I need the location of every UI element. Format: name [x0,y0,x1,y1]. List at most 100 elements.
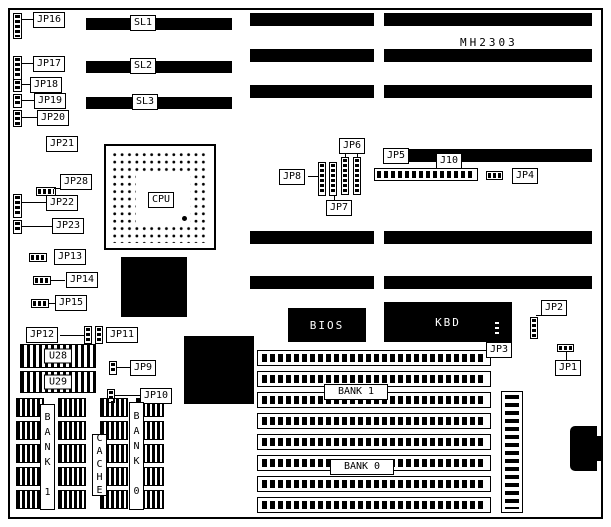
jumper-label-jp17: JP17 [33,56,66,72]
ram-bank0-label: BANK 0 [330,459,394,475]
cpu-label: CPU [148,192,175,208]
leader-line [22,19,33,20]
connector-label-j10: J10 [436,153,463,169]
jumper-label-jp8: JP8 [279,169,306,185]
leader-line [22,63,33,64]
leader-line [22,226,52,227]
isa-slot-bar [250,13,374,26]
jumper-label-jp28: JP28 [60,174,93,190]
cache-chip [58,467,86,486]
simm-socket [257,497,491,513]
cpu-pin1-dot [182,216,187,221]
jp7-pin-header [353,157,361,195]
cache-chip [58,444,86,463]
jp9-pin-header [109,361,117,375]
jp18-pin-header [13,79,22,92]
cache-chip [100,490,128,509]
slot-sl1-bar [86,18,232,30]
jp10-pin-header [107,389,115,403]
leader-line [49,303,55,304]
jumper-label-jp12: JP12 [26,327,59,343]
jumper-label-jp23: JP23 [52,218,85,234]
slot-sl3-bar [86,97,232,109]
isa-slot-bar [384,276,592,289]
leader-line [345,152,346,157]
leader-line [566,352,567,361]
simm-socket [257,476,491,492]
cache-chip [58,421,86,440]
leader-line [117,367,130,368]
isa-slot-bar [384,231,592,244]
slot-sl2-bar [86,61,232,73]
power-connector [501,391,523,513]
isa-slot-bar [384,85,592,98]
leader-line [308,176,318,177]
chip-u28: U28 [20,344,96,368]
jp6-pin-header [341,157,349,195]
isa-slot-bar [384,149,592,162]
jumper-label-jp6: JP6 [339,138,366,154]
jumper-label-jp2: JP2 [541,300,568,316]
jp14-pin-header [33,276,51,285]
jumper-label-jp11: JP11 [106,327,139,343]
board-outline [8,8,603,519]
jumper-label-jp19: JP19 [34,93,67,109]
jp13-pin-header [29,253,47,262]
keyboard-din-nub [595,436,603,461]
isa-slot-bar [250,276,374,289]
leader-line [115,395,140,396]
jp17-pin-header [13,56,22,80]
jumper-label-jp3: JP3 [486,342,513,358]
jp12-pin-header [84,326,92,344]
cache-bank0-label: BANK 0 [129,402,144,510]
j10-pin-header [374,168,478,181]
slot-label-sl3: SL3 [132,94,159,110]
cache-bank1-label: BANK 1 [40,404,55,510]
cache-chip [58,398,86,417]
bios-chip: BIOS [288,308,366,342]
qfp-chip-2 [184,336,254,404]
jumper-label-jp20: JP20 [37,110,70,126]
ram-bank1-label: BANK 1 [324,384,388,400]
jumper-label-jp15: JP15 [55,295,88,311]
jumper-label-jp5: JP5 [383,148,410,164]
jumper-label-jp1: JP1 [555,360,582,376]
leader-line [357,152,358,157]
jp11-pin-header [95,326,103,344]
leader-line [22,202,46,203]
jp1-pin-header [557,344,574,352]
simm-socket [257,413,491,429]
jp19-pin-header [13,94,22,108]
slot-label-sl2: SL2 [130,58,157,74]
cache-label: CACHE [92,432,107,498]
chip-u29: U29 [20,371,96,393]
jp4-pin-header [486,171,503,180]
kbd-controller-chip: KBD [384,302,512,342]
chip-label-u28: U28 [43,348,73,364]
leader-line [22,100,34,101]
keyboard-din-connector [570,426,597,471]
jumper-label-jp18: JP18 [30,77,63,93]
leader-line [22,117,37,118]
isa-slot-bar [384,49,592,62]
jp8-pin-header-2 [329,162,337,196]
jp23-pin-header [13,220,22,234]
jumper-label-jp16: JP16 [33,12,66,28]
isa-slot-bar [250,85,374,98]
jumper-label-jp13: JP13 [54,249,87,265]
leader-line [497,339,498,343]
simm-socket [257,350,491,366]
slot-label-sl1: SL1 [130,15,157,31]
jumper-label-jp9: JP9 [130,360,157,376]
jp15-pin-header [31,299,49,308]
leader-line [51,280,65,281]
jumper-label-jp4: JP4 [512,168,539,184]
jp22-pin-header [13,194,22,218]
jp2-pin-header [530,317,538,339]
isa-slot-bar [250,49,374,62]
leader-line [536,315,543,316]
jumper-label-jp10: JP10 [140,388,173,404]
cpu-socket: CPU [104,144,216,250]
jp8-pin-header [318,162,326,196]
